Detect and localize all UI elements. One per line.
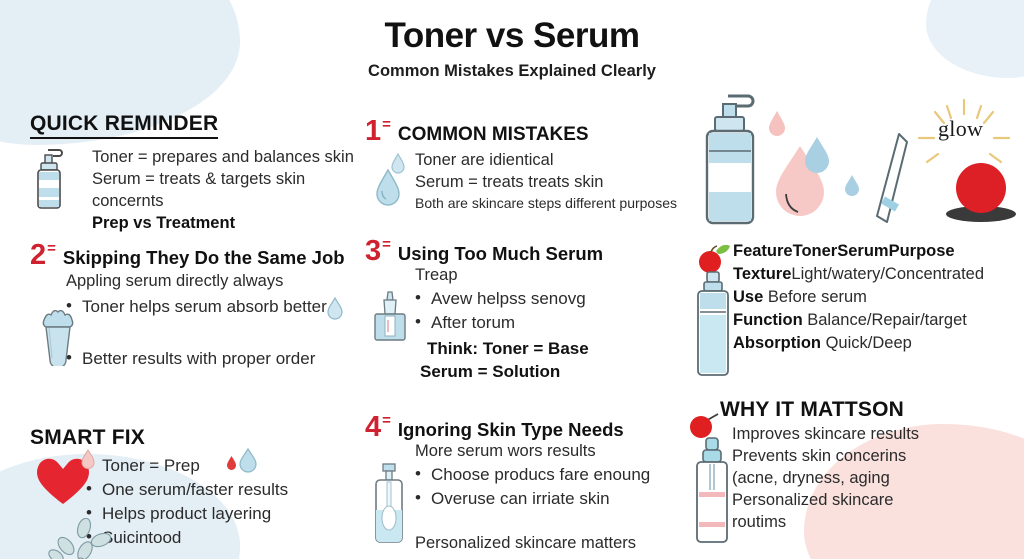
glow-label: glow xyxy=(938,116,984,141)
quick-reminder-line-2: Serum = treats & targets skin concernts xyxy=(92,169,306,210)
list-item: Choose producs fare enoung xyxy=(415,462,685,487)
section-two-title: Skipping They Do the Same Job xyxy=(62,247,345,268)
section-two: 2= Skipping They Do the Same Job Appling… xyxy=(30,239,360,394)
spray-bottle-icon xyxy=(375,463,403,543)
section-two-bullets: Toner helps serum absorb better Better r… xyxy=(30,294,360,371)
table-cell-value: Light/watery/Concentrated xyxy=(791,265,985,284)
table-row: Use Before serum xyxy=(733,286,1024,309)
water-drops-icon xyxy=(376,152,405,206)
list-item: Improves skincare results xyxy=(732,425,920,443)
section-four: 4= Ignoring Skin Type Needs More serum w… xyxy=(365,411,685,555)
section-three-number: 3= xyxy=(365,235,391,267)
section-four-number: 4= xyxy=(365,411,391,443)
left-column: QUICK REMINDER Toner = prepares and bala… xyxy=(30,112,360,559)
pink-dropper-bottle-icon xyxy=(696,437,728,543)
table-cell-label: Texture xyxy=(733,265,792,284)
right-column: FeatureTonerSerumPurpose TextureLight/wa… xyxy=(688,240,1024,543)
list-item: Suicintood xyxy=(86,525,360,550)
section-three-header: 3= Using Too Much Serum xyxy=(365,235,685,267)
section-one-line-1: Toner are idientical xyxy=(415,151,554,169)
quick-reminder-line-3: Prep vs Treatment xyxy=(92,213,236,232)
table-row: FeatureTonerSerumPurpose xyxy=(733,240,1024,263)
blue-drop-icon xyxy=(805,137,829,173)
serum-bottle-icon xyxy=(697,271,729,376)
blue-drop-icon xyxy=(239,447,257,473)
section-three-emphasis-2: Serum = Solution xyxy=(420,361,561,381)
section-three: 3= Using Too Much Serum Treap Avew helps… xyxy=(365,235,685,386)
table-row: Function Balance/Repair/target xyxy=(733,309,1024,332)
pump-bottle-icon xyxy=(37,149,63,209)
middle-column: 1= COMMON MISTAKES Toner are idientical … xyxy=(365,115,685,559)
applicator-stick-icon xyxy=(876,133,908,223)
header: Toner vs Serum Common Mistakes Explained… xyxy=(0,16,1024,81)
apple-icon xyxy=(699,245,730,273)
section-four-footer: Personalized skincare matters xyxy=(415,534,637,553)
leaf-petals-icon xyxy=(48,518,112,559)
blue-drop-small-icon xyxy=(845,175,859,196)
dropper-bottle-icon xyxy=(374,291,406,341)
section-four-header: 4= Ignoring Skin Type Needs xyxy=(365,411,685,443)
list-item: (acne, dryness, aging xyxy=(732,468,890,487)
list-item: Overuse can irriate skin xyxy=(415,486,685,511)
table-row: TextureLight/watery/Concentrated xyxy=(733,263,1024,286)
section-one-header: 1= COMMON MISTAKES xyxy=(365,115,685,147)
section-one-line-2: Serum = treats treats skin xyxy=(415,172,604,191)
why-it-matters-list: Improves skincare results Prevents skin … xyxy=(688,424,1024,534)
section-four-title: Ignoring Skin Type Needs xyxy=(397,419,624,440)
list-item: Toner helps serum absorb better xyxy=(66,294,360,319)
pink-drop-large-icon xyxy=(776,146,824,216)
quick-reminder-heading: QUICK REMINDER xyxy=(30,112,219,139)
section-why-it-matters: WHY IT MATTSON Improves skincare results… xyxy=(688,398,1024,543)
table-cell-label: Feature xyxy=(733,242,793,260)
table-cell-label: Use xyxy=(733,288,764,307)
water-drop-icon xyxy=(327,296,343,320)
red-drop-icon xyxy=(227,456,236,470)
section-two-subline: Appling serum directly always xyxy=(66,272,284,290)
quick-reminder-line-1: Toner = prepares and balances skin xyxy=(92,148,354,166)
section-two-header: 2= Skipping They Do the Same Job xyxy=(30,239,360,271)
section-one-line-3: Both are skincare steps different purpos… xyxy=(415,194,678,211)
section-one-title: COMMON MISTAKES xyxy=(397,124,589,145)
red-ball-icon xyxy=(946,163,1016,222)
pink-drop-icon xyxy=(769,111,785,136)
list-item: After torum xyxy=(415,310,685,335)
list-item: Better results with proper order xyxy=(66,346,360,371)
table-cell-label: Function xyxy=(733,311,803,330)
table-cell-value: Quick/Deep xyxy=(825,334,912,353)
list-item: One serum/faster results xyxy=(86,477,360,502)
table-cell-label: Absorption xyxy=(733,334,821,353)
comparison-table: FeatureTonerSerumPurpose TextureLight/wa… xyxy=(688,240,1024,380)
hero-illustration: glow xyxy=(690,82,1020,232)
section-three-subline: Treap xyxy=(415,266,458,284)
section-four-bullets: Choose producs fare enoung Overuse can i… xyxy=(365,462,685,511)
page-subtitle: Common Mistakes Explained Clearly xyxy=(368,61,656,80)
section-one: 1= COMMON MISTAKES Toner are idientical … xyxy=(365,115,685,228)
table-row: Absorption Quick/Deep xyxy=(733,332,1024,355)
section-three-emphasis-1: Think: Toner = Base xyxy=(427,339,589,359)
list-item: routims xyxy=(732,512,787,531)
section-three-bullets: Avew helpss senovg After torum xyxy=(365,286,685,335)
starburst-icon xyxy=(917,98,1011,164)
pump-bottle-icon xyxy=(705,94,755,225)
list-item: Avew helpss senovg xyxy=(415,286,685,311)
pink-drop-icon xyxy=(81,449,95,469)
section-quick-reminder: QUICK REMINDER Toner = prepares and bala… xyxy=(30,112,360,232)
section-four-subline: More serum wors results xyxy=(415,442,596,460)
section-three-title: Using Too Much Serum xyxy=(397,243,604,264)
section-one-number: 1= xyxy=(365,115,391,147)
section-smart-fix: SMART FIX Toner = Prep One ser xyxy=(30,426,360,559)
list-item: Toner = Prep xyxy=(86,453,360,478)
cotton-pad-icon xyxy=(42,309,74,366)
why-it-matters-heading: WHY IT MATTSON xyxy=(720,398,905,421)
table-cell-value: Balance/Repair/target xyxy=(807,311,967,330)
list-item: Personalized skincare xyxy=(732,490,894,509)
list-item: Helps product layering xyxy=(86,501,360,526)
table-cell-value: TonerSerumPurpose xyxy=(792,242,955,260)
red-dot-icon xyxy=(690,413,719,438)
list-item: Prevents skin concerins xyxy=(732,446,907,465)
smart-fix-heading: SMART FIX xyxy=(30,426,145,449)
page-title: Toner vs Serum xyxy=(384,16,640,55)
table-cell-value: Before serum xyxy=(767,288,867,307)
section-two-number: 2= xyxy=(30,239,56,271)
